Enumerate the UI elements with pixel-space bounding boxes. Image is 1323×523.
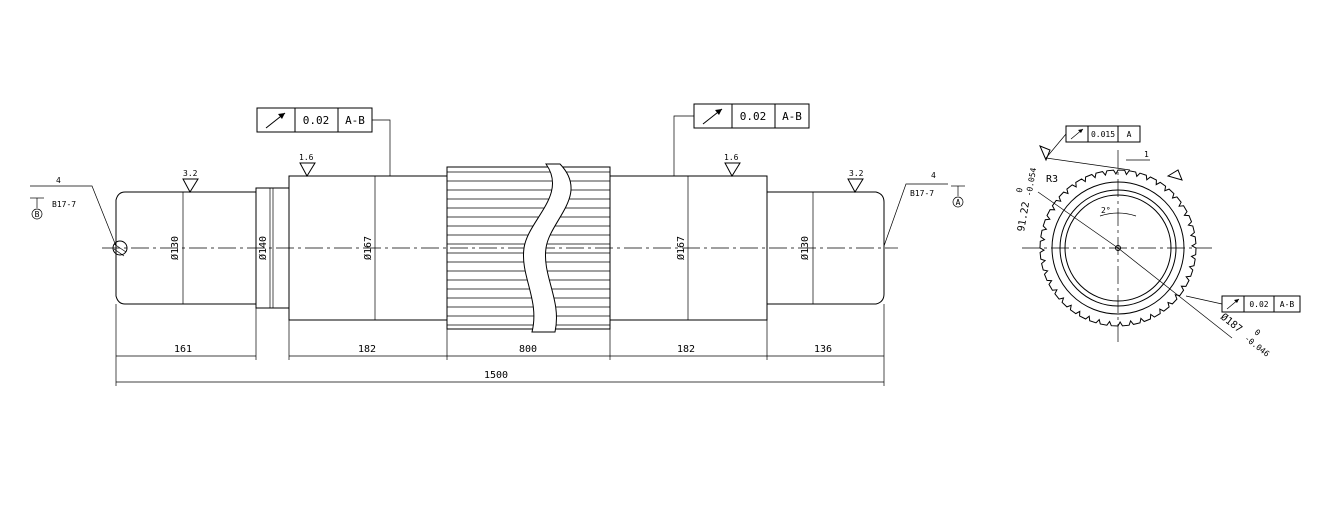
- right-journal-outline: [766, 191, 885, 305]
- diameter-label-2: Ø140: [257, 236, 269, 260]
- outer-dim-tol-lower: -0.046: [1243, 334, 1271, 359]
- runout-arrow-icon: [702, 108, 723, 125]
- length-dim-3: 800: [519, 344, 537, 355]
- svg-text:2°: 2°: [1101, 206, 1111, 215]
- datum-b-marker: B: [30, 197, 44, 220]
- spline-root-circle: [1051, 181, 1185, 315]
- centre-point: [1115, 245, 1121, 251]
- bore-circle-inner: [1064, 194, 1172, 302]
- svg-text:A-B: A-B: [345, 114, 365, 127]
- diameter-label-1: Ø130: [169, 236, 181, 260]
- length-dim-4: 182: [677, 344, 695, 355]
- svg-text:A: A: [1127, 130, 1132, 139]
- tolerance-frame-left: 0.02 A-B: [256, 107, 391, 176]
- linear-dimensions: 161 182 800 182 136 1500: [115, 304, 885, 386]
- root-dim-main: 91.22: [1016, 201, 1032, 233]
- radius-label: R3: [1046, 174, 1058, 185]
- right-end-annotations: 4 B17-7 A: [883, 171, 965, 247]
- svg-text:4: 4: [931, 171, 936, 180]
- left-end-annotations: 4 B17-7 B: [30, 176, 117, 247]
- svg-text:1.6: 1.6: [299, 153, 314, 162]
- end-view-frame-bottom: 0.02 A-B: [1185, 295, 1301, 313]
- left-centre-hole-spec: B17-7: [52, 200, 76, 209]
- diameter-label-4: Ø167: [675, 236, 687, 260]
- length-dim-2: 182: [358, 344, 376, 355]
- root-dim-tol-upper: 0: [1015, 187, 1025, 193]
- svg-text:1: 1: [1144, 150, 1149, 159]
- svg-text:0.015: 0.015: [1091, 130, 1115, 139]
- roughness-symbol-2: [299, 162, 316, 178]
- svg-text:3.2: 3.2: [183, 169, 198, 178]
- diameter-label-5: Ø130: [799, 236, 811, 260]
- svg-text:A-B: A-B: [1280, 300, 1295, 309]
- length-dim-5: 136: [814, 344, 832, 355]
- svg-text:0.02: 0.02: [303, 114, 330, 127]
- outer-dim-tol-upper: 0: [1253, 328, 1262, 338]
- angle-arc: [1099, 212, 1137, 217]
- svg-text:0.02: 0.02: [740, 110, 767, 123]
- datum-a-marker: A: [951, 185, 965, 208]
- runout-arrow-icon: [265, 112, 286, 129]
- svg-text:0.02: 0.02: [1249, 300, 1268, 309]
- tolerance-frame-right: 0.02 A-B: [673, 103, 810, 176]
- runout-arrow-icon: [1226, 298, 1240, 310]
- diameter-label-3: Ø167: [362, 236, 374, 260]
- overall-length-dim: 1500: [484, 370, 508, 381]
- roughness-symbol-4: [847, 178, 864, 194]
- outer-dim-main: Ø187: [1218, 311, 1244, 335]
- roughness-symbol-1: [182, 178, 199, 194]
- break-symbol: [522, 163, 572, 333]
- left-centre-hole: [112, 240, 128, 256]
- root-dim-tol-lower: -0.054: [1024, 167, 1038, 197]
- svg-text:3.2: 3.2: [849, 169, 864, 178]
- svg-text:B: B: [35, 210, 40, 219]
- runout-arrow-icon: [1070, 128, 1084, 140]
- right-centre-hole-spec: B17-7: [910, 189, 934, 198]
- svg-text:A: A: [956, 198, 961, 207]
- spline-end-view: 2° R3 1 91.22 0 -0.054 Ø187 0 -0.046: [1015, 125, 1301, 359]
- svg-text:A-B: A-B: [782, 110, 802, 123]
- roughness-symbol-3: [724, 162, 741, 178]
- svg-text:1.6: 1.6: [724, 153, 739, 162]
- left-journal-outline: [115, 191, 257, 305]
- length-dim-1: 161: [174, 344, 192, 355]
- roughness-symbols: 3.2 1.6 1.6 3.2: [182, 153, 864, 194]
- bore-circle-outer: [1059, 189, 1177, 307]
- svg-text:4: 4: [56, 176, 61, 185]
- shaft-side-view: Ø130 Ø140 Ø167 Ø167 Ø130: [102, 163, 898, 333]
- end-view-frame-top: 0.015 A: [1045, 125, 1141, 171]
- spline-outer-profile: [1039, 169, 1197, 327]
- spline-grooves: [447, 171, 610, 326]
